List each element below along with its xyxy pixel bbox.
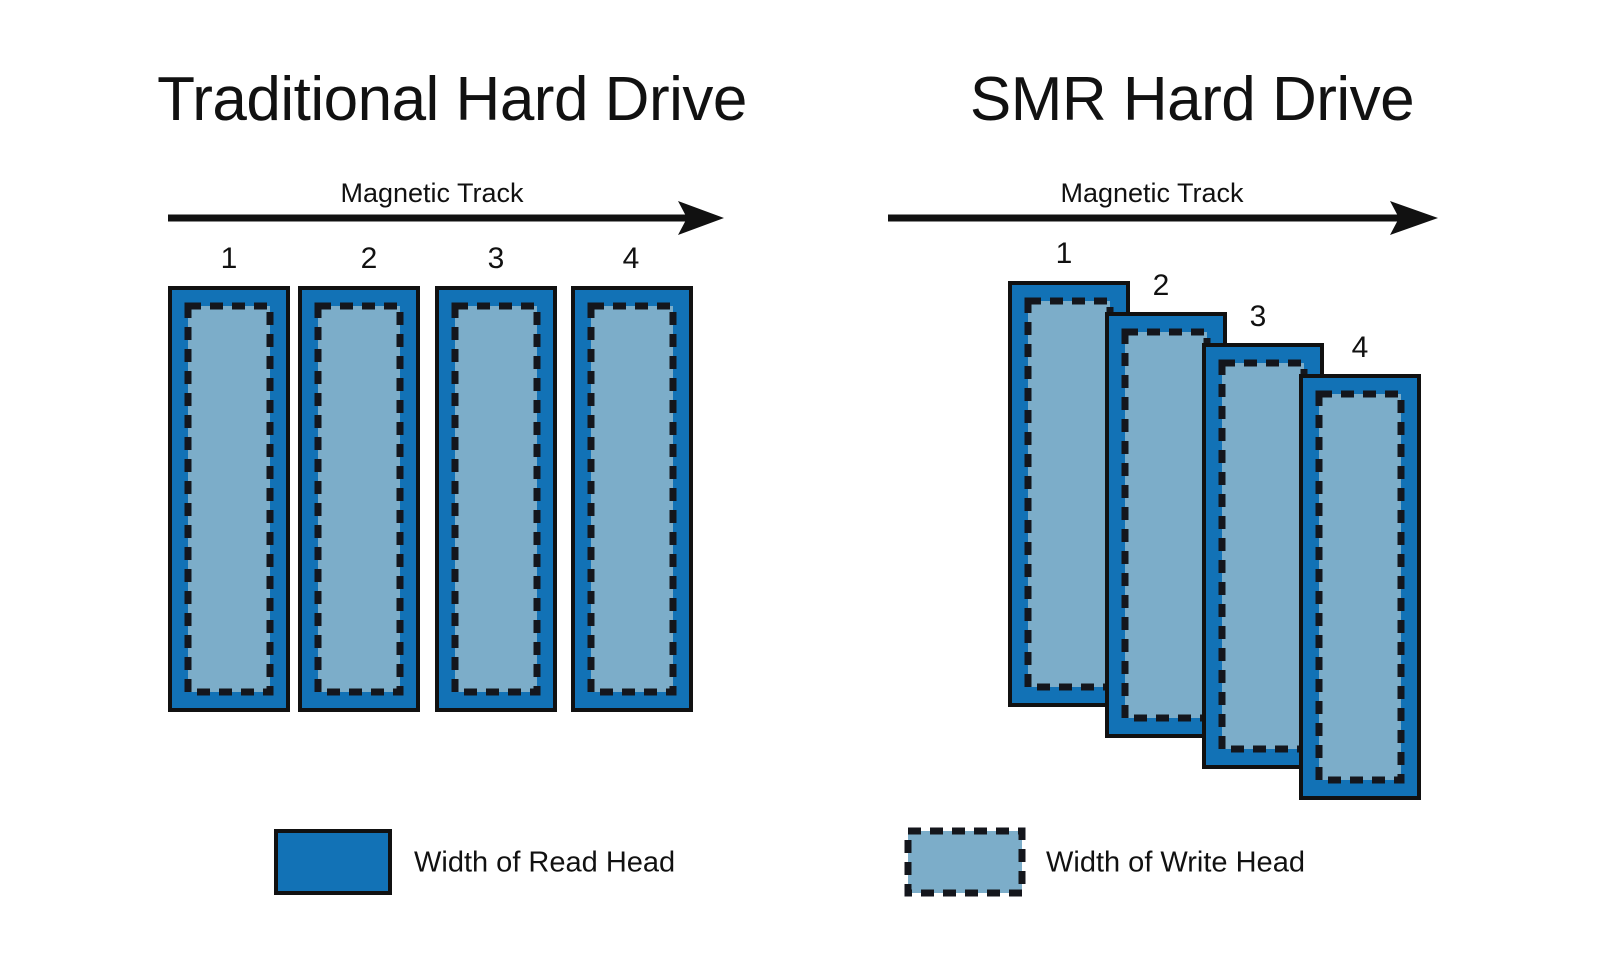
track-1-number-label: 1	[221, 242, 238, 275]
read-head-swatch	[274, 829, 392, 895]
track-1-number-label: 1	[1056, 237, 1073, 270]
track-4-write-head-area	[1315, 390, 1405, 784]
track-1-write-head-area	[1024, 297, 1114, 691]
track-3-number-label: 3	[488, 242, 505, 275]
track-1: 1	[168, 242, 290, 712]
read-head-legend-label: Width of Read Head	[414, 847, 675, 879]
track-3-number-label: 3	[1250, 300, 1267, 333]
legend-write-head: Width of Write Head	[904, 827, 1305, 897]
write-head-swatch	[904, 827, 1026, 897]
track-2: 2	[298, 242, 420, 712]
write-head-legend-label: Width of Write Head	[1046, 847, 1305, 879]
traditional-track-group: 1 2 3 4	[168, 242, 693, 712]
track-2-number-label: 2	[1153, 269, 1170, 302]
track-4: 4	[1299, 331, 1421, 800]
track-2-write-head-area	[314, 302, 404, 696]
panel-traditional-hard-drive: Traditional Hard Drive Magnetic Track 1 2…	[157, 65, 747, 895]
track-4-write-head-area	[587, 302, 677, 696]
track-3-write-head-area	[1218, 359, 1308, 753]
smr-panel-title: SMR Hard Drive	[970, 65, 1414, 134]
track-4-number-label: 4	[623, 242, 640, 275]
track-1-write-head-area	[184, 302, 274, 696]
smr-track-group: 1 2 3 4	[1008, 237, 1421, 800]
legend-read-head: Width of Read Head	[274, 829, 675, 895]
track-4-number-label: 4	[1352, 331, 1369, 364]
track-4: 4	[571, 242, 693, 712]
smr-magnetic-track-label: Magnetic Track	[1060, 178, 1244, 208]
track-2-number-label: 2	[361, 242, 378, 275]
track-3-write-head-area	[451, 302, 541, 696]
traditional-magnetic-track-arrow-icon	[168, 201, 724, 235]
panel-smr-hard-drive: SMR Hard Drive Magnetic Track 1 2 3 4 Width…	[888, 65, 1438, 897]
track-3: 3	[435, 242, 557, 712]
smr-magnetic-track-arrow-icon	[888, 201, 1438, 235]
track-2-write-head-area	[1121, 328, 1211, 722]
traditional-panel-title: Traditional Hard Drive	[157, 65, 747, 134]
traditional-magnetic-track-label: Magnetic Track	[340, 178, 524, 208]
